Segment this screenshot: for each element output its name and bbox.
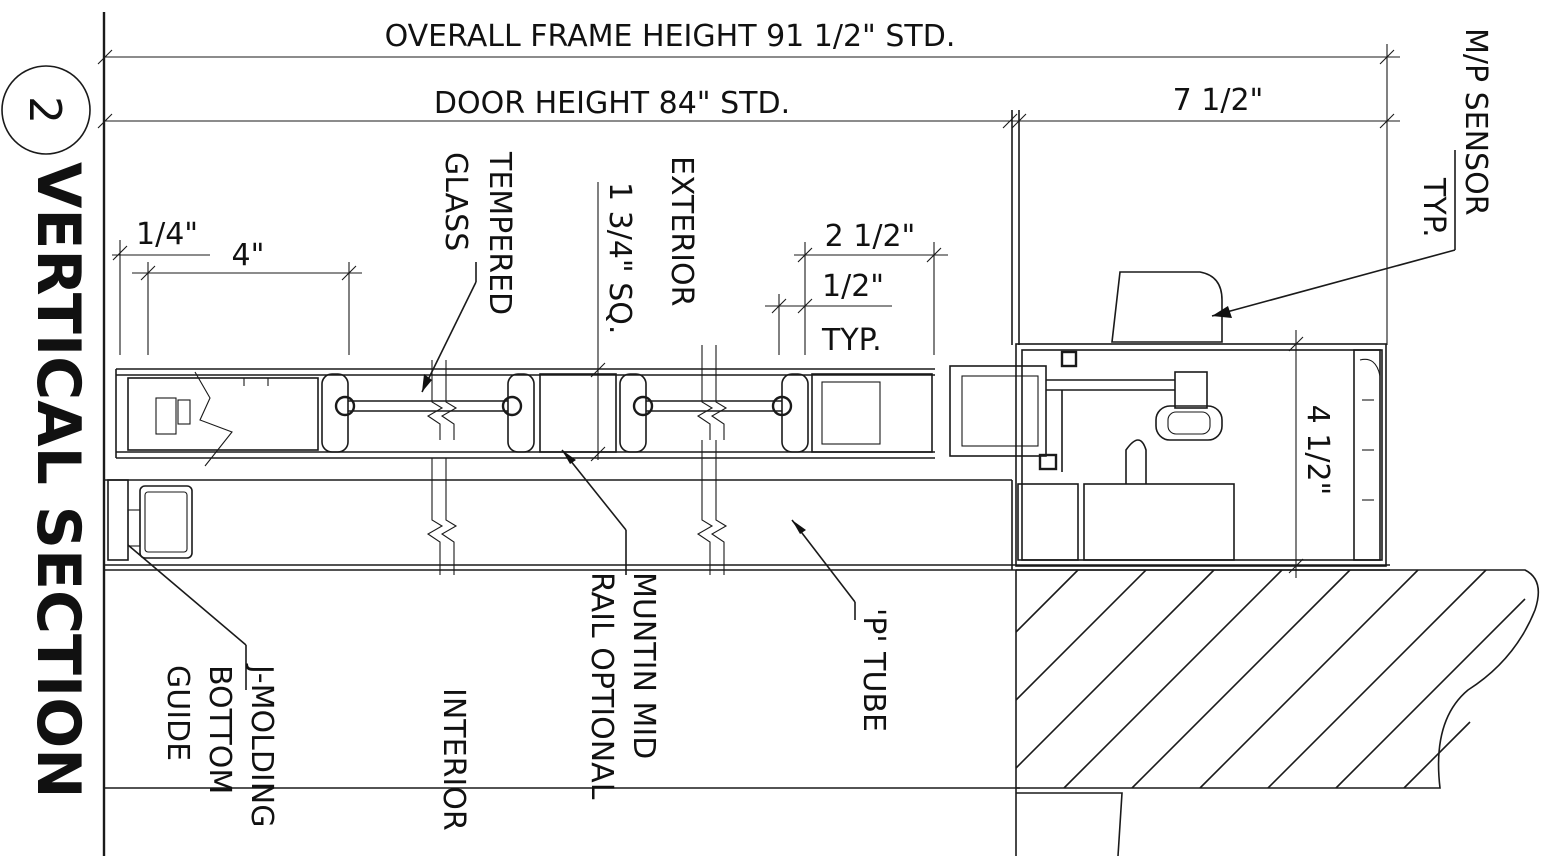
quarter-inch-label: 1/4" [136,217,198,252]
two-half-inch-label: 2 1/2" [825,219,916,254]
threshold-section: 4 1/2" [949,330,1387,578]
p-tube-callout: 'P' TUBE [791,519,891,732]
overall-frame-height-label: OVERALL FRAME HEIGHT 91 1/2" STD. [385,19,956,54]
tempered-glass-label-line1: TEMPERED [482,151,517,315]
four-inch-label: 4" [232,238,265,273]
interior-label: INTERIOR [436,688,471,831]
sill-height-label: 4 1/2" [1300,405,1335,496]
header-depth-label: 7 1/2" [1173,83,1264,118]
muntin-callout: MUNTIN MID RAIL OPTIONAL [561,449,661,800]
half-inch-label: 1/2" [822,269,884,304]
typ-label: TYP. [821,323,882,358]
tempered-glass-label-line2: GLASS [438,152,473,251]
j-molding-label-line1: J-MOLDING [244,663,279,827]
j-molding-label-line2: BOTTOM [202,665,237,794]
section-number: 2 [19,96,70,124]
tempered-glass-callout: TEMPERED GLASS [421,151,517,393]
title-block: 2 VERTICAL SECTION [1,12,106,856]
sensor-label-line2: TYP. [1416,177,1451,238]
door-height-dimension: DOOR HEIGHT 84" STD. 7 1/2" [97,83,1400,129]
p-tube-label: 'P' TUBE [856,608,891,732]
p-tube [104,440,1390,575]
section-number-circle [1,65,91,155]
muntin-label-line1: MUNTIN MID [626,572,661,759]
door-height-label: DOOR HEIGHT 84" STD. [434,86,790,121]
overall-frame-dimension: OVERALL FRAME HEIGHT 91 1/2" STD. [97,19,1400,345]
j-molding-callout: J-MOLDING BOTTOM GUIDE [127,544,279,827]
right-small-dimensions: 2 1/2" 1/2" TYP. [765,219,948,358]
floor-slab [104,569,1540,856]
sensor: M/P SENSOR TYP. [1111,28,1493,343]
door-panel [115,345,935,467]
muntin-size-label: 1 3/4" SQ. [602,182,637,334]
concrete-hatch [1015,569,1526,789]
section-title: VERTICAL SECTION [23,162,93,798]
exterior-label: EXTERIOR [664,156,699,306]
left-small-dimensions: 1/4" 4" [112,217,362,355]
sensor-label-line1: M/P SENSOR [1458,28,1493,216]
muntin-dim-callout: 1 3/4" SQ. [590,182,637,462]
muntin-label-line2: RAIL OPTIONAL [584,572,619,800]
j-molding-label-line3: GUIDE [160,665,195,761]
